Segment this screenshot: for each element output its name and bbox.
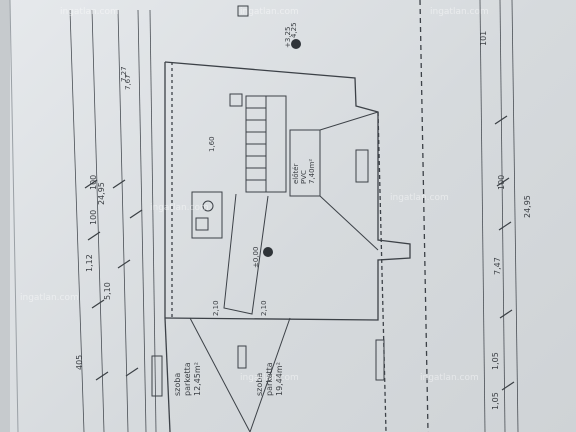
dim-top-6: 24,95	[97, 182, 106, 205]
dim-top-4: 100	[89, 210, 98, 225]
dimension-labels: 405 5,10 1,12 100 100 24,95 1,05 1,05 7,…	[75, 22, 532, 410]
dim-top-3: 1,12	[85, 254, 94, 272]
room-hall-area: 7,40m²	[308, 159, 316, 184]
dim-stair-3: 2,10	[260, 300, 268, 316]
dim-right-1: 4,25	[290, 22, 298, 38]
elevation-label: ±0,00	[252, 247, 260, 268]
fold-line	[9, 0, 19, 432]
room-living-area: 19,44m²	[275, 362, 284, 396]
walls	[164, 0, 429, 432]
watermark-8: ingatlan.com	[20, 293, 79, 303]
room-living-floor: parketta	[265, 362, 274, 396]
dim-bottom-6: 101	[479, 31, 488, 46]
room-hall-floor: PVC	[300, 170, 308, 184]
watermark-6: ingatlan.com	[240, 373, 299, 383]
room-bed-floor: parketta	[183, 362, 192, 396]
room-bed-name: szoba	[173, 373, 182, 396]
watermark-1: ingatlan.com	[60, 7, 119, 17]
room-living-name: szoba	[255, 373, 264, 396]
page-edge	[0, 0, 10, 432]
dim-top-1: 405	[75, 355, 84, 370]
dim-bottom-3: 7,47	[493, 257, 502, 275]
watermark-5: ingatlan.com	[390, 193, 449, 203]
room-hall-name: előtér	[291, 163, 300, 184]
room-bed-area: 12,45m²	[193, 362, 202, 396]
room-labels: szoba parketta 19,44m² szoba parketta 12…	[173, 27, 316, 396]
dim-top-5: 100	[89, 175, 98, 190]
dim-stair-2: 2,10	[212, 300, 220, 316]
dimension-ticks	[84, 115, 515, 391]
corridor	[189, 111, 379, 432]
watermark-7: ingatlan.com	[420, 373, 479, 383]
dim-bottom-1: 1,05	[491, 392, 500, 410]
dim-top-2: 5,10	[103, 282, 112, 300]
dim-stair-1: 1,60	[208, 136, 216, 152]
watermark-2: ingatlan.com	[240, 7, 299, 17]
dim-right-2: 7,67	[124, 74, 132, 90]
dim-right-3: 7,27	[120, 66, 128, 82]
watermarks: ingatlan.com ingatlan.com ingatlan.com i…	[20, 7, 489, 383]
windows	[151, 93, 385, 397]
elevation-symbols	[237, 5, 301, 257]
dim-bottom-5: 24,95	[523, 195, 532, 218]
watermark-4: ingatlan.com	[150, 203, 209, 213]
dim-bottom-2: 1,05	[491, 352, 500, 370]
watermark-3: ingatlan.com	[430, 7, 489, 17]
dimension-lines	[69, 0, 519, 432]
elevation-label-2: +3,25	[284, 27, 292, 48]
staircase	[245, 95, 287, 193]
dim-bottom-4: 100	[497, 175, 506, 190]
bathroom-fixtures	[191, 191, 223, 239]
